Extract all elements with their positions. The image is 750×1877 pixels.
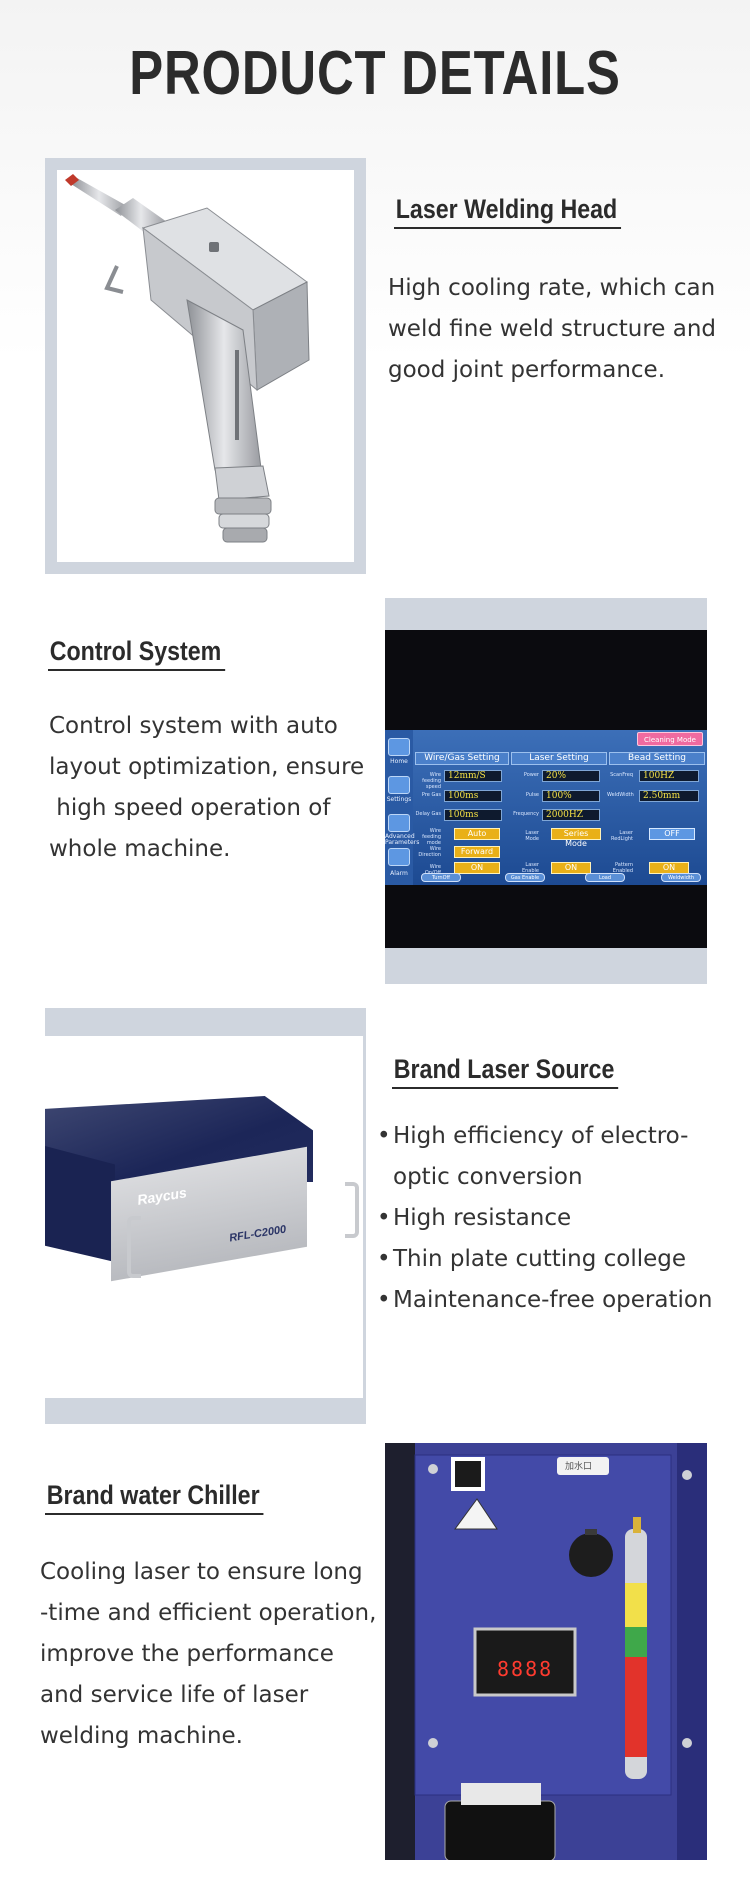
feature-item: Maintenance-free operation (377, 1280, 713, 1321)
laser-source-image-frame: Raycus RFL-C2000 (45, 1008, 366, 1424)
cleaning-mode-button: Cleaning Mode (637, 732, 703, 746)
control-panel: Cleaning Mode Home Settings Advanced Par… (385, 730, 707, 885)
section-heading-water-chiller: Brand water Chiller (45, 1480, 264, 1515)
chiller-panel-icon (385, 1443, 707, 1860)
welding-head-image (57, 170, 354, 562)
water-chiller-image: 8888 加水口 (385, 1443, 707, 1860)
feature-item: High resistance (377, 1198, 713, 1239)
screen-sidebar: Home Settings Advanced Parameters Alarm (385, 730, 419, 885)
feature-item: High efficiency of electro- optic conver… (377, 1116, 713, 1198)
welding-head-image-frame (45, 158, 366, 574)
control-system-image-frame: Cleaning Mode Home Settings Advanced Par… (385, 598, 707, 984)
temperature-display: 8888 (497, 1657, 554, 1681)
laser-source-side (45, 1146, 115, 1262)
water-chiller-description: Cooling laser to ensure long -time and e… (40, 1559, 377, 1749)
section-heading-welding-head: Laser Welding Head (394, 194, 621, 229)
laser-source-image: Raycus RFL-C2000 (45, 1036, 363, 1398)
welding-gun-icon (65, 174, 310, 543)
settings-icon (388, 776, 410, 794)
section-heading-laser-source: Brand Laser Source (392, 1054, 618, 1089)
home-icon (388, 738, 410, 756)
feature-item: Thin plate cutting college (377, 1239, 713, 1280)
touch-screen-image: Cleaning Mode Home Settings Advanced Par… (385, 630, 707, 948)
page-title: PRODUCT DETAILS (129, 39, 621, 108)
alarm-icon (388, 848, 410, 866)
left-handle (127, 1216, 141, 1278)
advanced-icon (388, 814, 410, 832)
right-handle (345, 1182, 359, 1238)
control-system-description: Control system with auto layout optimiza… (49, 713, 365, 862)
laser-source-features: High efficiency of electro- optic conver… (377, 1116, 713, 1321)
section-heading-control-system: Control System (48, 636, 225, 671)
water-inlet-label: 加水口 (565, 1462, 593, 1472)
welding-head-description: High cooling rate, which can weld fine w… (388, 275, 717, 383)
